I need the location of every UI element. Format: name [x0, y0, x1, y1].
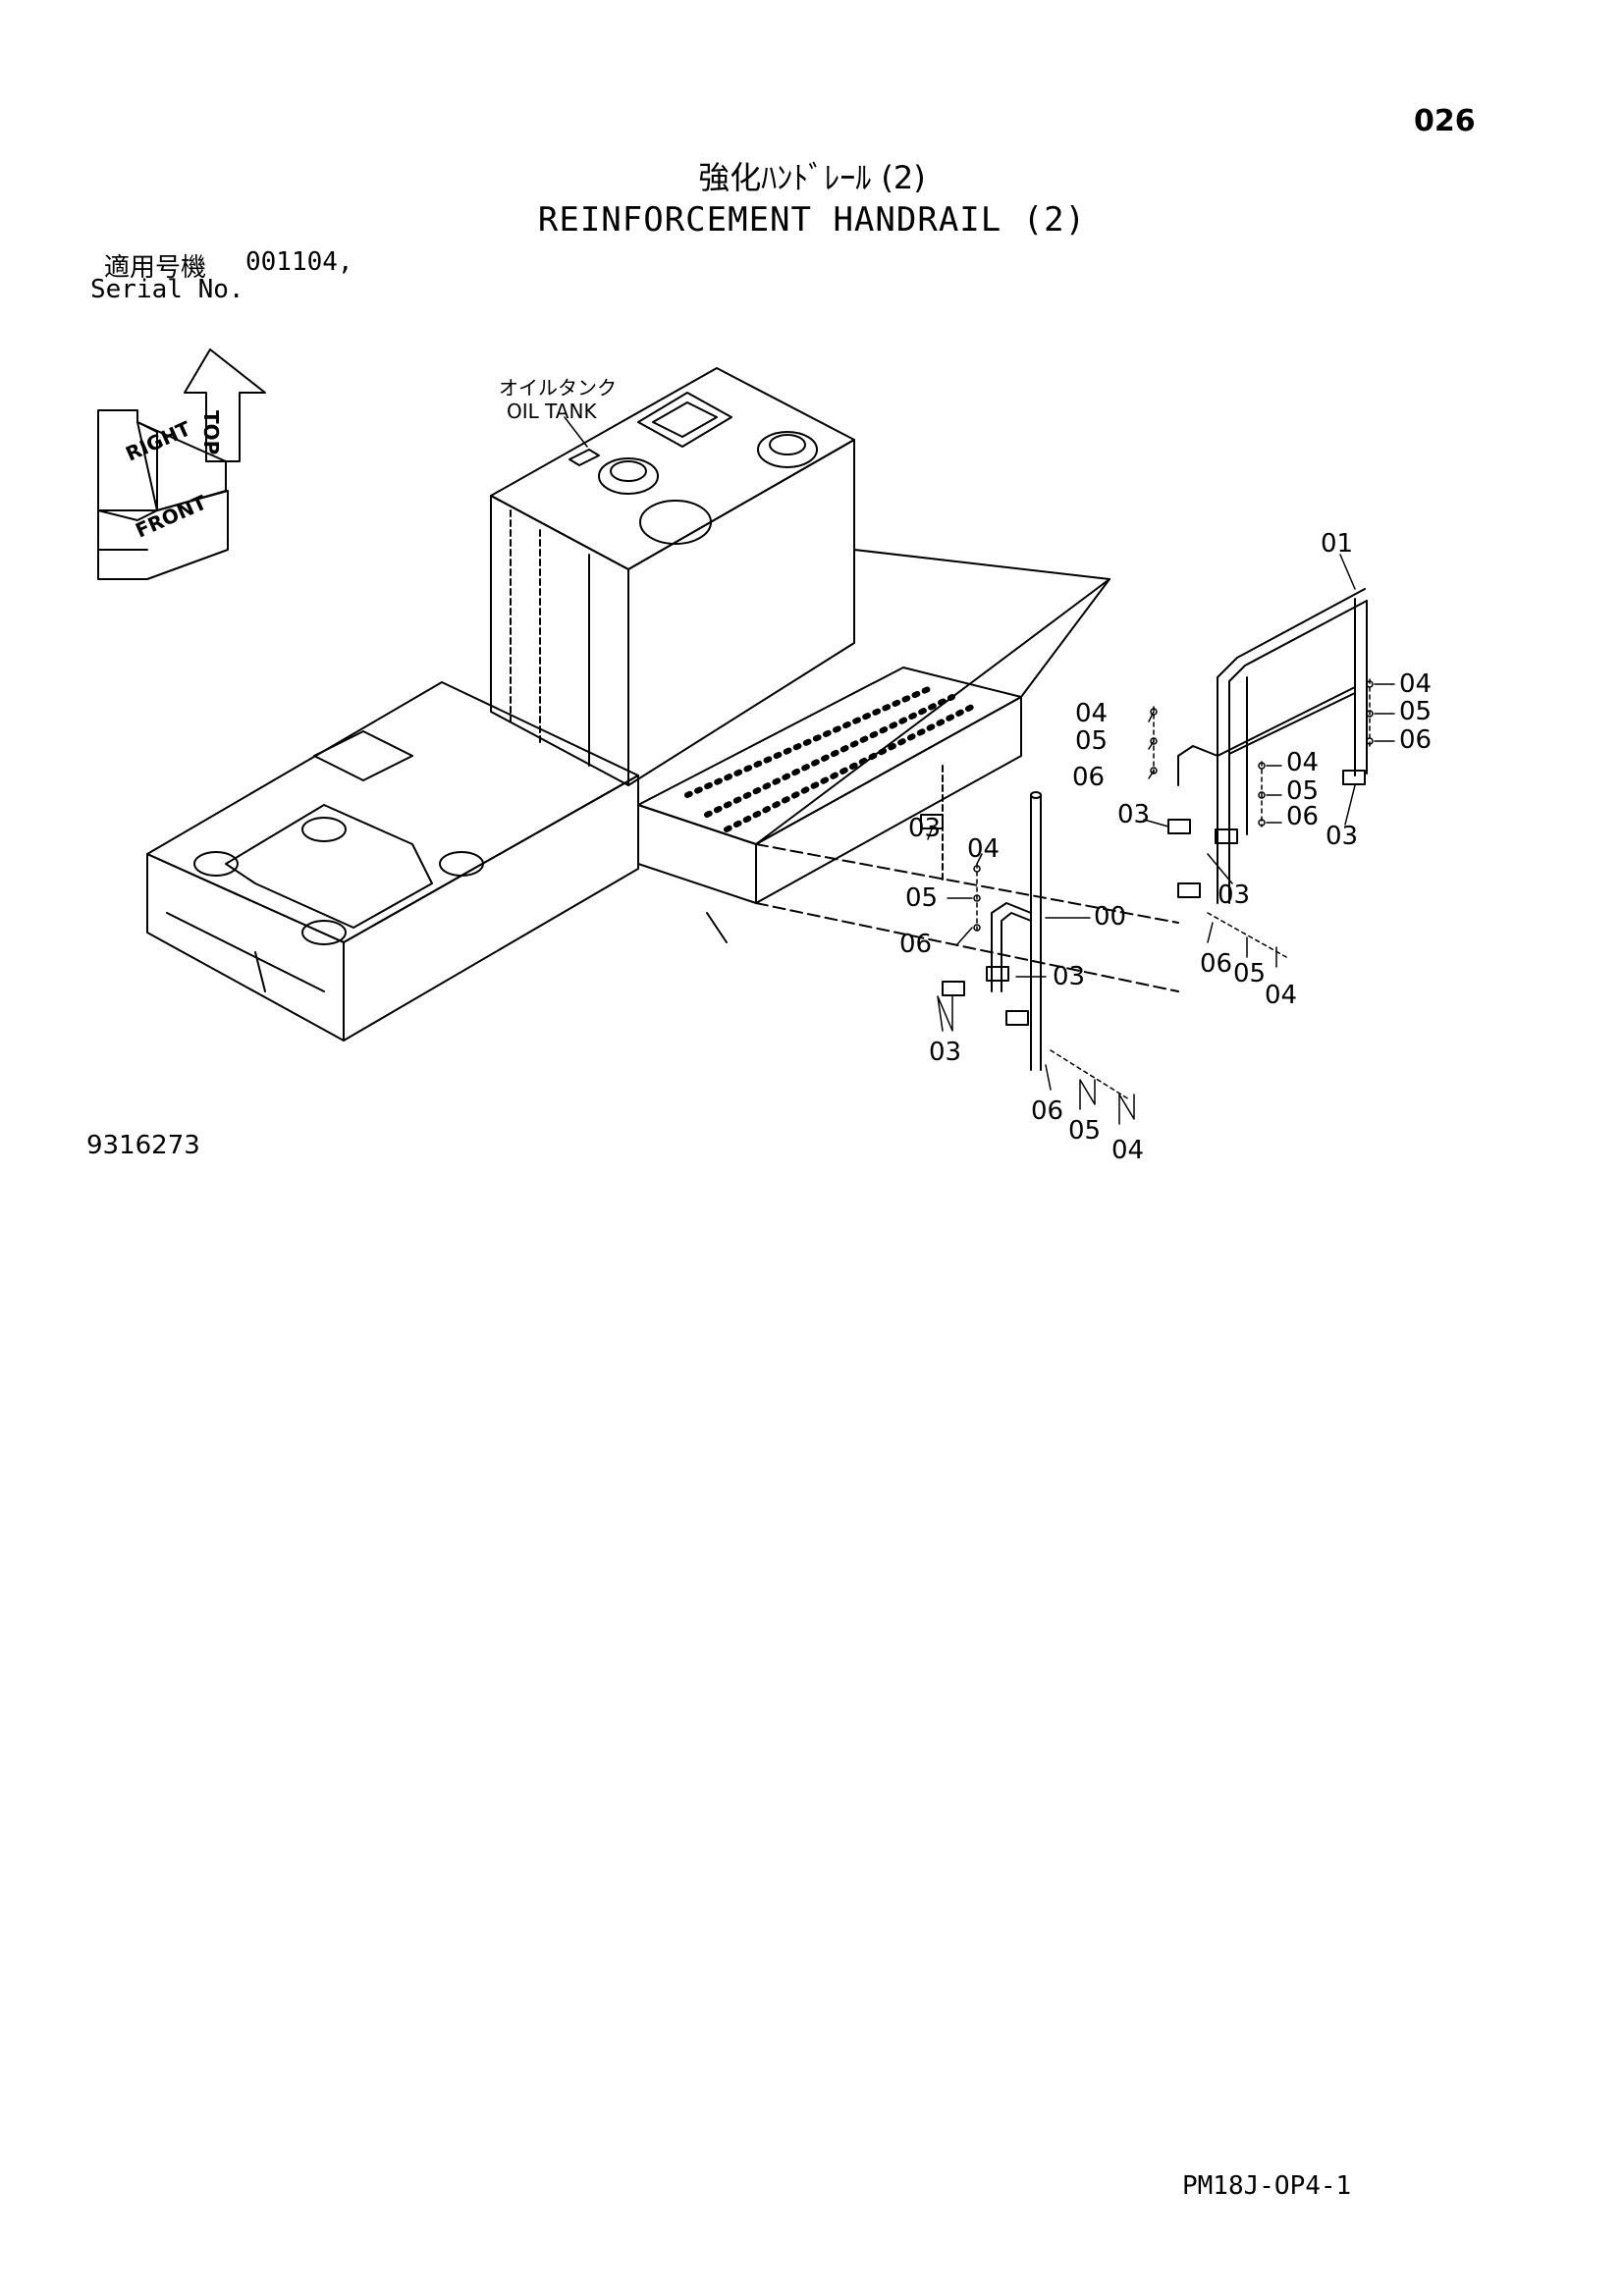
orientation-top-label: TOP: [199, 410, 223, 454]
callout-03: 03: [1053, 962, 1085, 991]
callout-05: 05: [1399, 697, 1432, 726]
callout-05: 05: [1286, 776, 1319, 806]
callout-04: 04: [1265, 981, 1297, 1010]
footer-code: PM18J-OP4-1: [1182, 2171, 1352, 2201]
oil-tank-label-japanese: オイルタンク: [499, 376, 617, 400]
orientation-front-label: FRONT: [132, 490, 210, 542]
callout-05: 05: [1075, 726, 1108, 756]
callout-04: 04: [967, 834, 1000, 864]
drawing-number: 9316273: [86, 1131, 200, 1160]
callout-05: 05: [1233, 959, 1266, 988]
callout-05: 05: [905, 883, 938, 913]
callout-03: 03: [1326, 822, 1358, 851]
title-english: REINFORCEMENT HANDRAIL (2): [537, 200, 1087, 240]
title-japanese: 強化ﾊﾝﾄﾞﾚｰﾙ (2): [698, 159, 926, 196]
orientation-right-label: RIGHT: [122, 416, 194, 465]
handrail-00-drawing: [920, 791, 1042, 1071]
callout-04: 04: [1075, 699, 1108, 728]
callout-00: 00: [1094, 902, 1126, 932]
oil-tank-label-english: OIL TANK: [507, 400, 597, 423]
callout-06: 06: [1399, 725, 1432, 755]
callout-03: 03: [1117, 800, 1150, 829]
serial-value: 001104,: [245, 247, 353, 277]
serial-label-english: Serial No.: [90, 275, 244, 304]
callout-03: 03: [908, 814, 941, 843]
callout-06: 06: [1072, 763, 1105, 792]
callout-05: 05: [1068, 1116, 1101, 1146]
step-grating-drawing: [637, 549, 1179, 992]
callout-04: 04: [1399, 669, 1432, 699]
callout-04: 04: [1111, 1136, 1144, 1165]
callout-06: 06: [1200, 949, 1232, 979]
leader-lines: [564, 416, 1395, 1125]
hardware-bolts-drawing: [973, 678, 1374, 1100]
oil-tank-drawing: [490, 367, 855, 786]
callout-03: 03: [929, 1038, 961, 1067]
serial-label-japanese: 適用号機: [104, 253, 207, 283]
handrail-01-drawing: [1167, 588, 1368, 904]
callout-06: 06: [899, 930, 932, 959]
orientation-compass-icon: [97, 348, 266, 580]
callout-03: 03: [1218, 881, 1250, 910]
callout-04: 04: [1286, 748, 1319, 777]
page-number: 026: [1414, 104, 1476, 138]
main-frame-drawing: [146, 681, 639, 1041]
callout-01: 01: [1321, 529, 1353, 559]
callout-06: 06: [1031, 1096, 1063, 1126]
callout-06: 06: [1286, 802, 1319, 831]
